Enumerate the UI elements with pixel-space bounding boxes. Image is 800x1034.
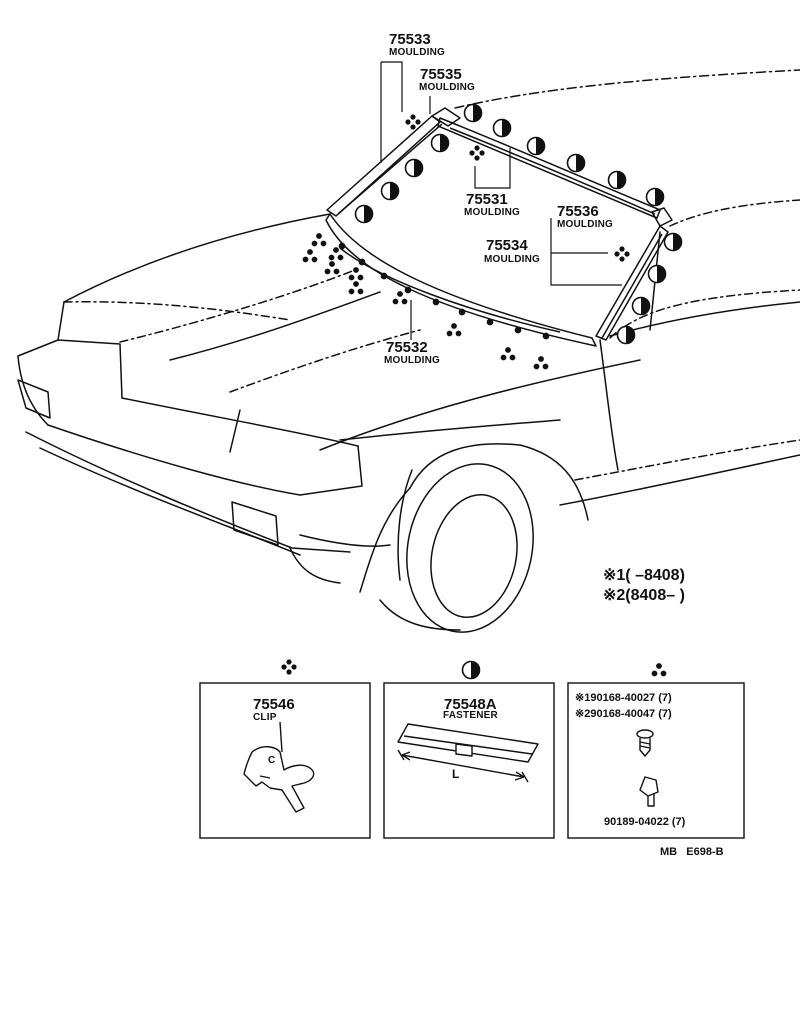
part-number-75533: 75533 [389,31,431,48]
part-number-75531: 75531 [466,191,508,208]
screw-part-2: ※290168-40047 (7) [575,708,672,720]
part-name-75534: MOULDING [484,254,541,265]
part-number-75534: 75534 [486,237,528,254]
windshield-mouldings [325,107,673,347]
part-name-75536: MOULDING [557,219,614,230]
clip-letter: C [268,755,276,766]
leader-lines [380,61,622,340]
screw-drawing [636,729,659,807]
part-number-75536: 75536 [557,203,599,220]
part-number-75535: 75535 [420,66,462,83]
legend-line-1: ※1( –8408) [603,567,685,584]
fastener-part-number: 75548A [444,696,497,713]
fastener-length-label: L [452,767,460,781]
clip-drawing [243,721,315,813]
fastener-drawing [397,723,539,783]
part-name-75533: MOULDING [389,47,446,58]
part-name-75535: MOULDING [419,82,476,93]
detail-boxes [199,682,745,839]
diagram-code: MB E698-B [660,846,724,858]
nut-part: 90189-04022 (7) [604,816,686,828]
clip-part-number: 75546 [253,696,295,713]
screw-part-1: ※190168-40027 (7) [575,692,672,704]
part-name-75531: MOULDING [464,207,521,218]
legend-line-2: ※2(8408– ) [603,587,685,604]
part-number-75532: 75532 [386,339,428,356]
part-name-75532: MOULDING [384,355,441,366]
box-header-symbols [281,659,667,680]
fastener-part-name: FASTENER [443,710,498,721]
clip-part-name: CLIP [253,712,277,723]
